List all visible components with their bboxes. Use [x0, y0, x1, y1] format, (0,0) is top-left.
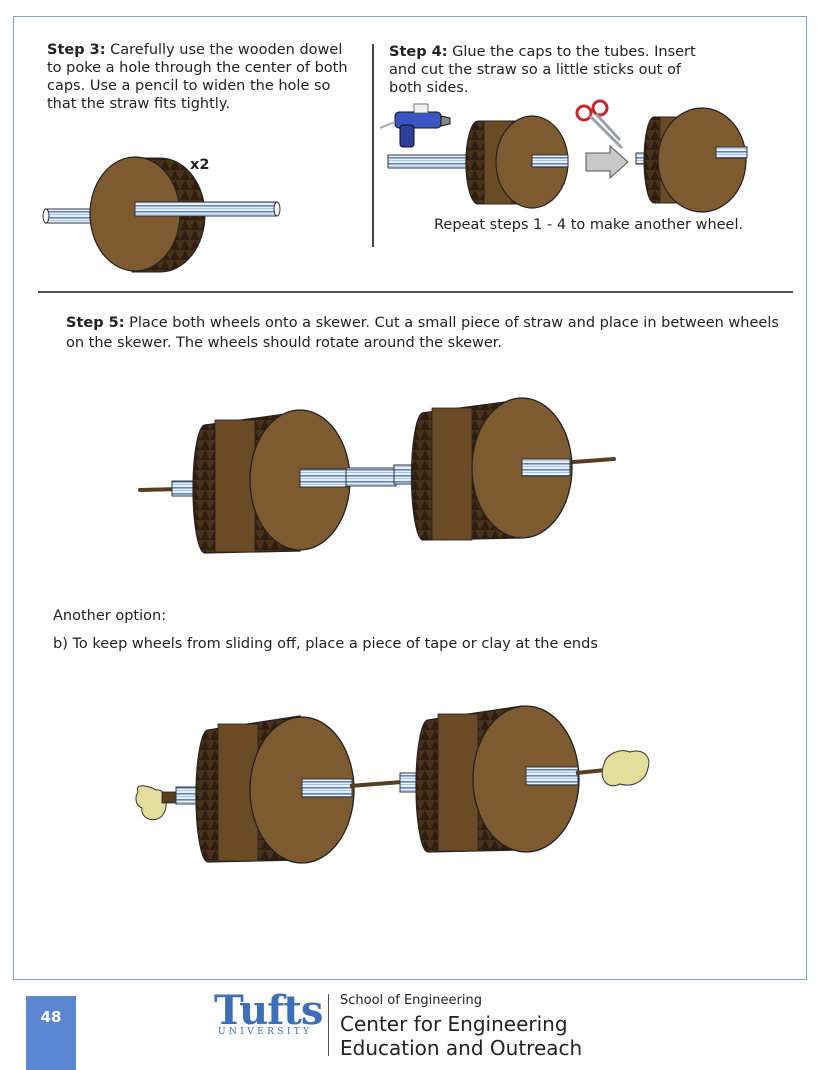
page-frame	[13, 16, 807, 980]
step4-label: Step 4:	[389, 44, 448, 60]
tufts-logo: Tufts	[214, 987, 323, 1034]
clay-blob-left	[135, 785, 167, 821]
step4-instructions: Step 4: Glue the caps to the tubes. Inse…	[389, 43, 709, 97]
step4-text: Glue the caps to the tubes. Insert and c…	[389, 44, 696, 96]
step4-repeat-note: Repeat steps 1 - 4 to make another wheel…	[434, 217, 744, 233]
footer-school-name: School of Engineering	[340, 993, 482, 1008]
footer-center-line2: Education and Outreach	[340, 1036, 583, 1060]
clay-blob-right	[601, 750, 650, 787]
page-number-badge: 48	[26, 996, 76, 1070]
step5-label: Step 5:	[66, 315, 125, 331]
option-heading: Another option:	[53, 608, 167, 624]
step5-text: Place both wheels onto a skewer. Cut a s…	[66, 315, 779, 351]
section-divider-vertical	[372, 44, 374, 247]
step3-multiplier: x2	[190, 157, 210, 173]
glue-gun-icon	[379, 103, 451, 148]
step5-instructions: Step 5: Place both wheels onto a skewer.…	[66, 313, 796, 353]
footer-center-name: Center for Engineering Education and Out…	[340, 1012, 582, 1060]
step3-label: Step 3:	[47, 42, 106, 58]
option-instructions: b) To keep wheels from sliding off, plac…	[53, 636, 598, 652]
footer-center-line1: Center for Engineering	[340, 1012, 568, 1036]
arrow-right-icon	[585, 144, 629, 180]
scissors-icon	[575, 99, 624, 150]
tufts-logo-subtitle: UNIVERSITY	[218, 1027, 313, 1037]
section-divider-horizontal	[38, 291, 793, 293]
footer-separator	[328, 994, 329, 1056]
step3-instructions: Step 3: Carefully use the wooden dowel t…	[47, 41, 357, 113]
step3-text: Carefully use the wooden dowel to poke a…	[47, 42, 348, 112]
